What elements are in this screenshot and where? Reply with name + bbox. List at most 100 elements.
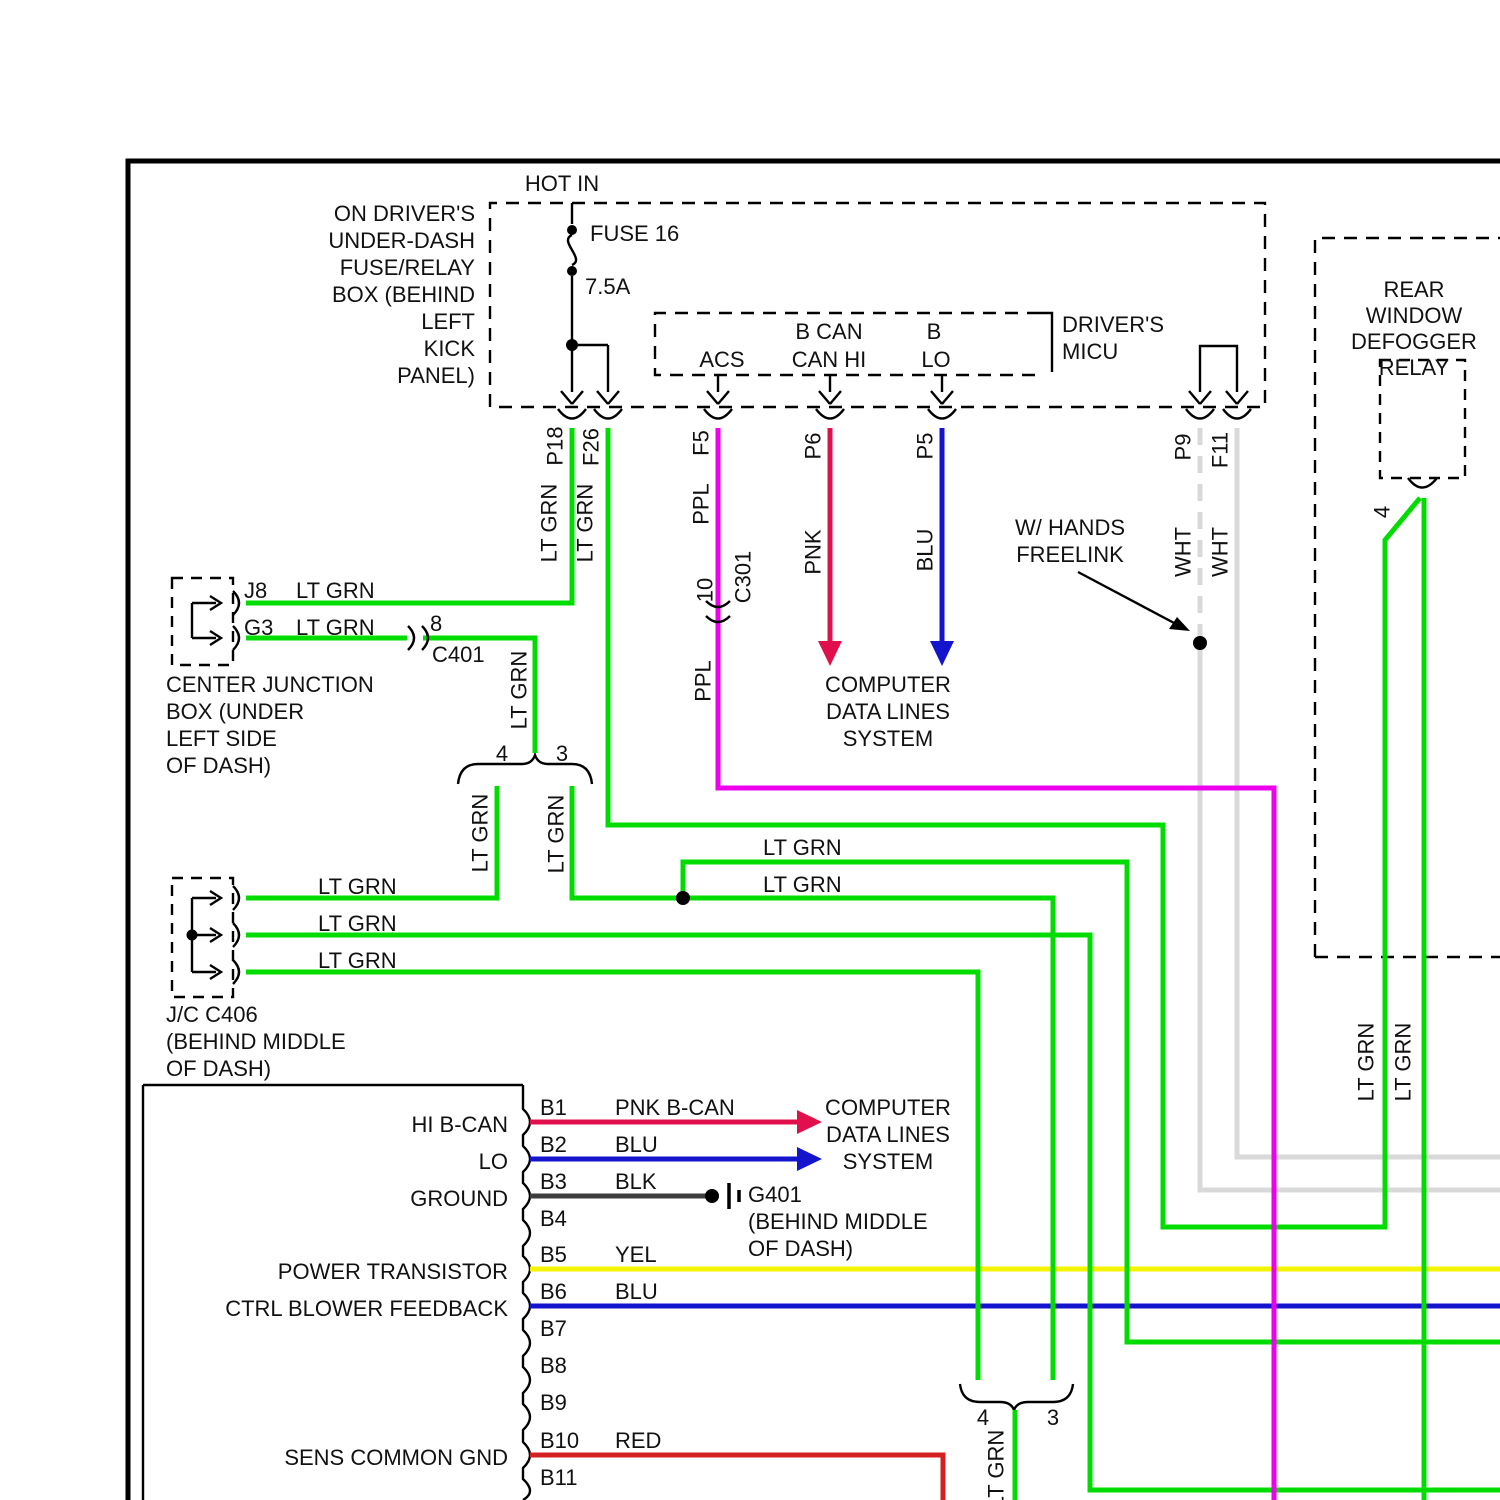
hvac-func-b6: CTRL BLOWER FEEDBACK [225,1296,508,1321]
jc-c406-connector [170,876,235,999]
wire-color-p6: PNK [800,529,826,575]
wire-ppl [715,428,1277,1500]
wire-color-p18: LT GRN [536,483,562,563]
fuse-name-label: FUSE 16 [590,221,680,246]
wire-color-c406-1: LT GRN [318,874,397,899]
wire-color-f5: PPL [688,483,714,525]
wire-color-f11: WHT [1207,526,1233,578]
defogger-relay-outline [1313,236,1500,959]
wires-pnk [530,428,842,1134]
hands-freelink-dot [1193,636,1207,650]
wire-color-splice4: LT GRN [467,793,493,873]
pin-p9-label: P9 [1170,433,1196,461]
splice-lower-3: 3 [1046,1405,1060,1430]
hvac-pin-b4: B4 [540,1206,567,1231]
micu-pin-canhi-label: CAN HI [791,347,867,372]
splice-upper-4: 4 [495,741,509,766]
wire-color-splice3: LT GRN [543,794,569,874]
hot-in-label: HOT IN [524,171,600,196]
wire-color-b2: BLU [615,1132,658,1157]
pin-g3-label: G3 [244,615,274,640]
fuse-rating-label: 7.5A [585,274,631,299]
pin-p5-label: P5 [912,432,938,460]
splice-lower-4: 4 [976,1405,990,1430]
wire-color-j8: LT GRN [296,578,375,603]
hvac-func-b3: GROUND [410,1186,508,1211]
wire-color-f26: LT GRN [572,483,598,563]
wire-color-splice-out: LT GRN [983,1429,1009,1500]
wire-color-p9: WHT [1170,526,1196,578]
c401-label: C401 [432,642,485,667]
computer-data-lines-bottom-label: COMPUTER DATA LINES SYSTEM [825,1095,951,1174]
hands-freelink-arrow [1077,570,1190,631]
defogger-relay-label: REAR WINDOW DEFOGGER RELAY [1351,277,1477,380]
wire-color-branch-lower: LT GRN [763,872,842,897]
pin-connector-cups [557,408,1252,420]
wire-red-sens-gnd [530,1452,946,1500]
c401-pin-label: 8 [430,611,443,636]
c301-label: C301 [730,550,756,604]
wire-color-p5: BLU [912,528,938,572]
hands-freelink-label: W/ HANDS FREELINK [1015,515,1125,567]
hvac-func-b1: HI B-CAN [411,1112,508,1137]
wire-color-b3: BLK [615,1169,657,1194]
splice-upper-3: 3 [555,741,569,766]
page-border [125,158,1500,1500]
pin-f11-label: F11 [1207,431,1233,469]
wires-wht [1197,428,1500,1193]
wire-color-branch-upper: LT GRN [763,835,842,860]
wire-color-defogger-b: LT GRN [1390,1022,1416,1102]
hvac-func-b10: SENS COMMON GND [284,1445,508,1470]
hvac-pin-b2: B2 [540,1132,567,1157]
g401-label: G401 (BEHIND MIDDLE OF DASH) [748,1182,928,1261]
wire-color-c406-3: LT GRN [318,948,397,973]
wires-lt-grn [246,428,1500,1500]
hvac-func-b2: LO [478,1149,508,1174]
hvac-pin-b9: B9 [540,1390,567,1415]
center-junction-box-label: CENTER JUNCTION BOX (UNDER LEFT SIDE OF … [166,672,374,778]
hvac-pin-b6: B6 [540,1279,567,1304]
fuse-symbol [566,203,610,392]
jc-c406-label: J/C C406 (BEHIND MIDDLE OF DASH) [166,1002,346,1081]
wire-color-c406-2: LT GRN [318,911,397,936]
ground-symbol-g401 [705,1183,741,1209]
defogger-pin-label: 4 [1369,505,1395,519]
wires-blu [530,428,1500,1309]
wire-color-g3: LT GRN [296,615,375,640]
wire-color-b10: RED [615,1428,662,1453]
wire-color-b5: YEL [615,1242,657,1267]
computer-data-lines-top-label: COMPUTER DATA LINES SYSTEM [825,672,951,751]
green-junction-dot [676,891,690,905]
hvac-pin-b3: B3 [540,1169,567,1194]
hvac-pin-b10: B10 [540,1428,580,1453]
pin-arrows [560,344,1249,405]
pin-p6-label: P6 [800,432,826,460]
wire-color-b1: PNK B-CAN [615,1095,735,1120]
fuse-box-location-label: ON DRIVER'S UNDER-DASH FUSE/RELAY BOX (B… [328,201,475,388]
micu-pin-bcan-label: B CAN [795,319,863,344]
hvac-pin-b8: B8 [540,1353,567,1378]
hvac-pin-b5: B5 [540,1242,567,1267]
wire-color-b6: BLU [615,1279,658,1304]
pin-f26-label: F26 [578,428,604,466]
micu-pin-lo-label: LO [921,347,951,372]
fuse-relay-box-outline [488,201,1267,409]
hvac-unit-box [141,1083,532,1500]
pin-p18-label: P18 [542,426,568,466]
c301-pin-label: 10 [692,577,718,603]
hvac-pin-b1: B1 [540,1095,567,1120]
micu-pin-acs-label: ACS [699,347,745,372]
hvac-pin-b7: B7 [540,1316,567,1341]
wire-color-defogger-a: LT GRN [1353,1022,1379,1102]
hvac-pin-b11: B11 [540,1465,578,1490]
pin-j8-label: J8 [244,578,268,603]
micu-pin-b-label: B [926,319,942,344]
pin-f5-label: F5 [688,430,714,456]
wire-color-c401-down: LT GRN [506,650,532,730]
micu-box-outline [653,311,1054,377]
hvac-func-b5: POWER TRANSISTOR [277,1259,508,1284]
center-junction-box-connector [170,576,235,667]
wire-color-ppl-lower: PPL [690,660,716,702]
